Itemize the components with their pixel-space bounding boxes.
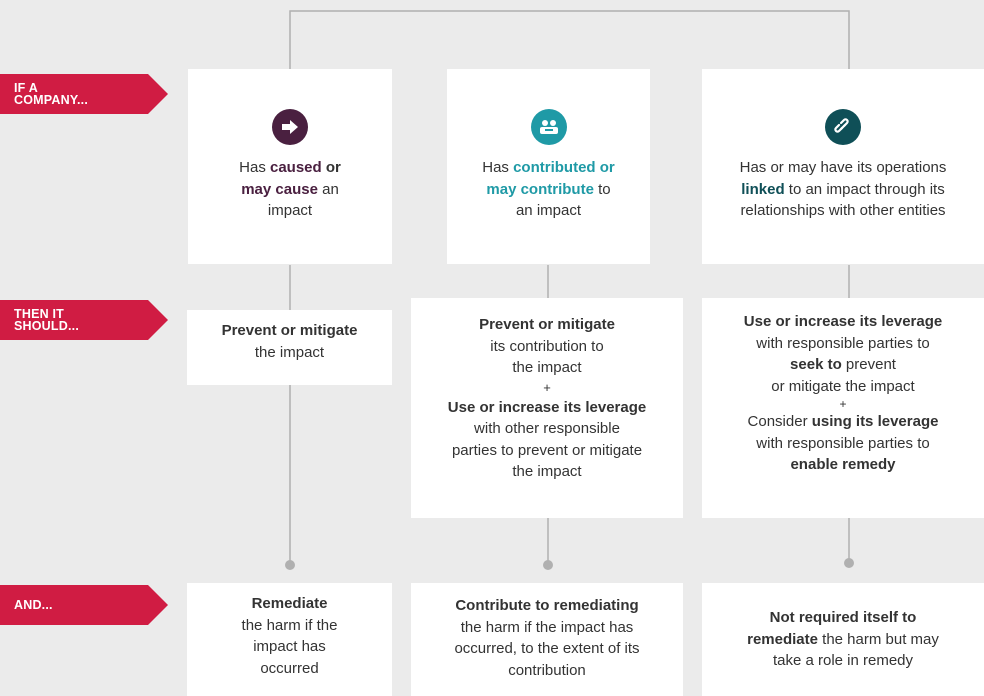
text: occurred [260, 659, 319, 677]
text-emphasis: Use or increase its leverage [447, 398, 647, 416]
tag-arrow-shape [0, 585, 168, 625]
text: the harm if the impact has [460, 618, 634, 636]
text-emphasis: Remediate [251, 595, 328, 612]
text: Has [239, 159, 270, 176]
tag-and: AND... [0, 585, 168, 625]
text: impact has [253, 638, 326, 655]
text: Consider [747, 413, 812, 430]
tag-arrow-shape [0, 74, 168, 114]
text: contribution [508, 661, 586, 679]
text-emphasis: using its leverage [811, 413, 939, 430]
tag-then-it-should: THEN IT SHOULD... [0, 300, 168, 340]
col3-dot [844, 558, 854, 568]
text-emphasis: seek to [790, 356, 842, 373]
text: the harm if the [241, 616, 338, 634]
text-emphasis: Contribute to remediating [455, 597, 639, 614]
text: an impact [515, 202, 582, 219]
top-connector [289, 10, 850, 70]
text: an [317, 180, 339, 198]
text-emphasis: may cause [241, 180, 318, 198]
text: + [543, 379, 551, 395]
col3-if-box: Has or may have its operations linked to… [702, 69, 984, 264]
text-emphasis: enable remedy [790, 456, 896, 473]
text: occurred, to the extent of its [454, 640, 640, 657]
col1-and-box: Remediate the harm if the impact has occ… [187, 583, 392, 696]
text: to an impact through its [784, 180, 945, 198]
text: the harm but may [817, 630, 939, 648]
col1-dot [285, 560, 295, 570]
text: the impact [254, 343, 325, 361]
text-emphasis: Use or increase its leverage [743, 313, 943, 330]
text: with other responsible [474, 420, 620, 437]
text: with responsible parties to [756, 434, 930, 452]
tag-arrow-shape [0, 300, 168, 340]
text-emphasis: Prevent or mitigate [221, 322, 358, 339]
col1-then-box: Prevent or mitigate the impact [187, 310, 392, 385]
text-emphasis: linked [741, 180, 785, 198]
col3-and-box: Not required itself to remediate the har… [702, 583, 984, 696]
text: or mitigate the impact [771, 377, 915, 395]
col2-dot [543, 560, 553, 570]
text: relationships with other entities [740, 202, 946, 219]
text-emphasis: Not required itself to [769, 609, 917, 626]
text: the impact [512, 463, 582, 480]
text-emphasis: contributed or [513, 159, 615, 176]
text: the impact [512, 359, 582, 376]
text: with responsible parties to [756, 334, 930, 352]
tag-then-it-should-label: THEN IT SHOULD... [14, 307, 79, 333]
text: take a role in remedy [772, 652, 914, 669]
col2-then-box: Prevent or mitigate its contribution to … [411, 298, 683, 518]
text: parties to prevent or mitigate [451, 441, 643, 459]
text: + [839, 397, 847, 411]
text-emphasis: caused [269, 159, 322, 176]
text: prevent [841, 356, 896, 373]
tag-if-a-company-label: IF A COMPANY... [14, 81, 88, 107]
arrow-right-icon [272, 109, 308, 145]
text-emphasis: remediate [747, 630, 818, 648]
col2-if-box: Has contributed or may contribute to an … [447, 69, 650, 264]
text: to [593, 180, 611, 198]
text: impact [267, 202, 313, 219]
col2-and-box: Contribute to remediating the harm if th… [411, 583, 683, 696]
text: its contribution to [490, 337, 604, 355]
text-emphasis: may contribute [486, 180, 594, 198]
text-emphasis: or [321, 159, 341, 176]
col1-if-box: Has caused or may cause an impact [188, 69, 392, 264]
text-emphasis: Prevent or mitigate [479, 316, 615, 333]
link-icon [825, 109, 861, 145]
col3-then-box: Use or increase its leverage with respon… [702, 298, 984, 518]
tag-if-a-company: IF A COMPANY... [0, 74, 168, 114]
people-icon [530, 109, 567, 145]
text: Has [482, 159, 514, 176]
text: Has or may have its operations [739, 159, 947, 176]
tag-and-label: AND... [14, 598, 53, 612]
